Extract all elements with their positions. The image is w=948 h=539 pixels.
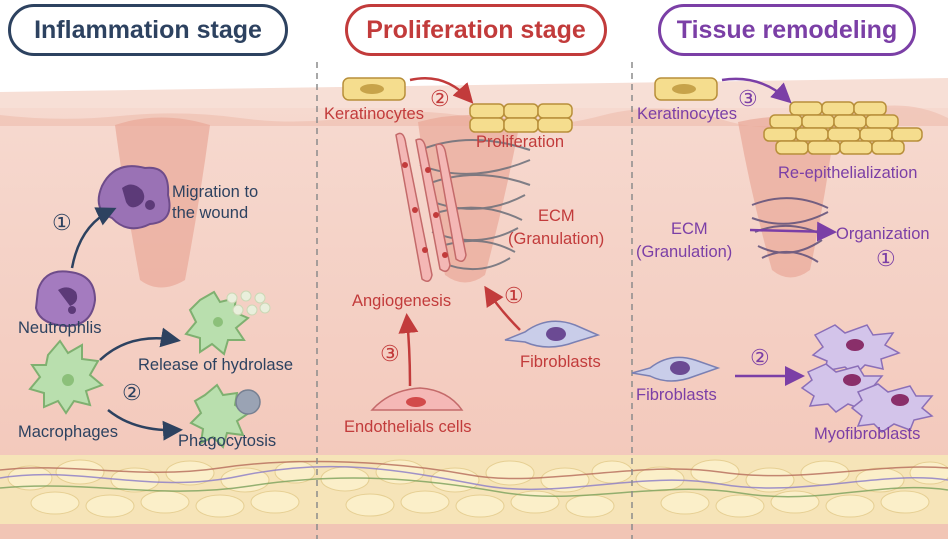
step-number-3: ③ (738, 86, 758, 111)
phagocytosis-arrow (107, 409, 183, 441)
fibroblast-arrow (484, 285, 521, 331)
label-angiogenesis: Angiogenesis (352, 292, 452, 310)
fibroblast-icon (504, 320, 601, 348)
label-migration-line1: Migration to (172, 183, 259, 201)
myofibroblast-nuclei (843, 339, 909, 406)
proliferation-arrow (409, 76, 474, 104)
stage-title-remodeling: Tissue remodeling (658, 4, 916, 56)
label-macrophages: Macrophages (18, 423, 118, 441)
label-keratinocytes: Keratinocytes (637, 105, 737, 123)
label-ecm-line1: ECM (538, 207, 575, 225)
keratinocyte-cluster (469, 103, 573, 133)
label-hydrolase: Release of hydrolase (138, 356, 294, 374)
label-keratinocytes: Keratinocytes (324, 105, 424, 123)
fibroblast-icon (631, 356, 721, 382)
label-migration-line2: the wound (172, 204, 249, 222)
organization-arrow (749, 221, 837, 242)
label-myofibroblasts: Myofibroblasts (814, 425, 921, 443)
label-reepithelialization: Re-epithelialization (778, 164, 918, 182)
label-ecm-line2: (Granulation) (636, 243, 733, 261)
stage-title-inflammation: Inflammation stage (8, 4, 288, 56)
neutrophil-icon (34, 270, 97, 328)
macrophage-icon (189, 383, 261, 449)
myofibroblast-icon (800, 324, 934, 433)
label-fibroblasts: Fibroblasts (636, 386, 717, 404)
step-number-2: ② (750, 345, 770, 370)
hydrolase-granules (226, 290, 271, 316)
step-number-2: ② (122, 380, 142, 405)
reepithelialization-arrow (721, 77, 792, 104)
endothelial-arrow (398, 313, 419, 387)
label-phagocytosis: Phagocytosis (178, 432, 277, 450)
label-neutrophils: Neutrophlis (18, 319, 102, 337)
label-fibroblasts: Fibroblasts (520, 353, 601, 371)
label-endothelial-cells: Endothelials cells (344, 418, 472, 436)
label-ecm-line1: ECM (671, 220, 708, 238)
step-number-1: ① (876, 246, 896, 271)
phagocytosed-particle (235, 389, 261, 415)
migration-arrow (70, 207, 117, 269)
label-proliferation: Proliferation (476, 133, 565, 151)
wound-remodeling (738, 116, 835, 278)
macrophage-icon (28, 339, 104, 415)
label-organization: Organization (836, 225, 930, 243)
stage-title-proliferation: Proliferation stage (345, 4, 607, 56)
step-number-2: ② (430, 86, 450, 111)
keratinocyte-cluster (763, 101, 923, 155)
step-number-1: ① (504, 283, 524, 308)
muscle-layer (0, 524, 948, 539)
step-number-1: ① (52, 210, 72, 235)
endothelial-cell-icon (370, 387, 464, 411)
hydrolase-arrow (99, 327, 181, 361)
label-ecm-line2: (Granulation) (508, 230, 605, 248)
step-number-3: ③ (380, 341, 400, 366)
